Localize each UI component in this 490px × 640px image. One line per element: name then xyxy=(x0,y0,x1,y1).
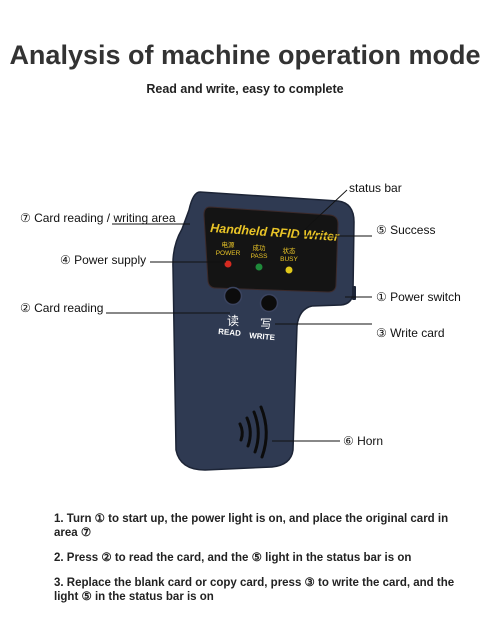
read-en-label: READ xyxy=(218,327,242,338)
page-title: Analysis of machine operation mode xyxy=(9,40,481,70)
indicator-light-power xyxy=(224,260,232,268)
callout-status-bar: status bar xyxy=(349,181,402,195)
light-en-label-2: BUSY xyxy=(280,256,298,263)
instruction-step-3: 3. Replace the blank card or copy card, … xyxy=(54,577,455,603)
page-subtitle: Read and write, easy to complete xyxy=(146,82,344,96)
write-cn-label: 写 xyxy=(260,317,272,331)
callout-write-card: ③ Write card xyxy=(376,326,445,340)
write-button[interactable] xyxy=(259,293,279,313)
callout-card-area: ⑦ Card reading / writing area xyxy=(20,211,176,225)
light-cn-label-1: 成功 xyxy=(253,243,267,252)
read-button[interactable] xyxy=(223,286,243,306)
callout-power-supply: ④ Power supply xyxy=(60,253,147,267)
speaker-icon xyxy=(238,405,268,459)
light-cn-label-2: 状态 xyxy=(283,246,297,255)
indicator-light-pass xyxy=(255,263,263,271)
instruction-step-1: 1. Turn ① to start up, the power light i… xyxy=(54,513,449,539)
indicator-light-busy xyxy=(285,266,293,274)
power-switch[interactable] xyxy=(352,286,356,300)
write-en-label: WRITE xyxy=(249,331,276,342)
callout-power-switch: ① Power switch xyxy=(376,290,461,304)
instruction-steps: 1. Turn ① to start up, the power light i… xyxy=(54,512,464,615)
callout-success: ⑤ Success xyxy=(376,223,436,237)
callout-card-reading: ② Card reading xyxy=(20,301,104,315)
light-en-label-1: PASS xyxy=(251,253,269,260)
light-cn-label-0: 电源 xyxy=(222,240,236,249)
instruction-step-2: 2. Press ② to read the card, and the ⑤ l… xyxy=(54,552,412,564)
status-screen xyxy=(203,206,339,293)
read-cn-label: 读 xyxy=(227,314,239,328)
leader-status-bar xyxy=(301,189,348,233)
callout-horn: ⑥ Horn xyxy=(343,434,384,448)
light-en-label-0: POWER xyxy=(216,250,241,257)
